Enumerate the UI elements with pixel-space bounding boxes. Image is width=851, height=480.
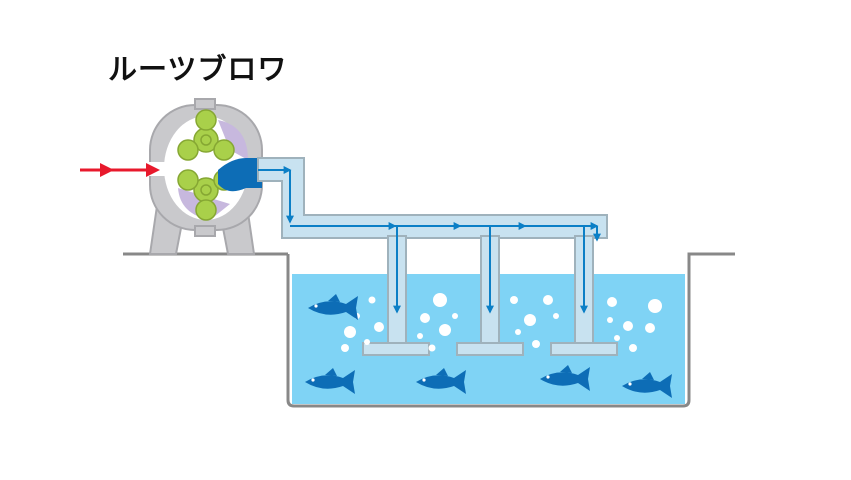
air-bubble-icon bbox=[341, 293, 662, 352]
blower-rotor-bottom-shaft bbox=[200, 184, 212, 196]
roots-blower-icon bbox=[148, 98, 263, 255]
diffuser-3 bbox=[550, 342, 618, 356]
blower-rotor-top-shaft bbox=[200, 134, 212, 146]
flow-arrow-branch-icon bbox=[396, 226, 585, 232]
air-inlet-arrow-icon bbox=[80, 163, 160, 177]
tank-wall bbox=[286, 252, 692, 408]
diffuser-1 bbox=[362, 342, 430, 356]
blower-chamber-lilac-top bbox=[218, 120, 248, 160]
diagram-title: ルーツブロワ bbox=[108, 52, 288, 86]
fish-5 bbox=[622, 372, 672, 398]
fish-2 bbox=[305, 368, 355, 394]
fish-icon bbox=[305, 294, 672, 398]
fish-1 bbox=[308, 294, 358, 320]
blower-rotor-top bbox=[177, 109, 235, 161]
pipe-outlet bbox=[257, 157, 608, 239]
fish-4 bbox=[540, 365, 590, 391]
fish-3 bbox=[416, 368, 466, 394]
blower-top-flange bbox=[194, 98, 216, 110]
blower-bottom-flange bbox=[194, 225, 216, 237]
blower-compressed-air bbox=[218, 158, 262, 192]
diffuser-2 bbox=[456, 342, 524, 356]
